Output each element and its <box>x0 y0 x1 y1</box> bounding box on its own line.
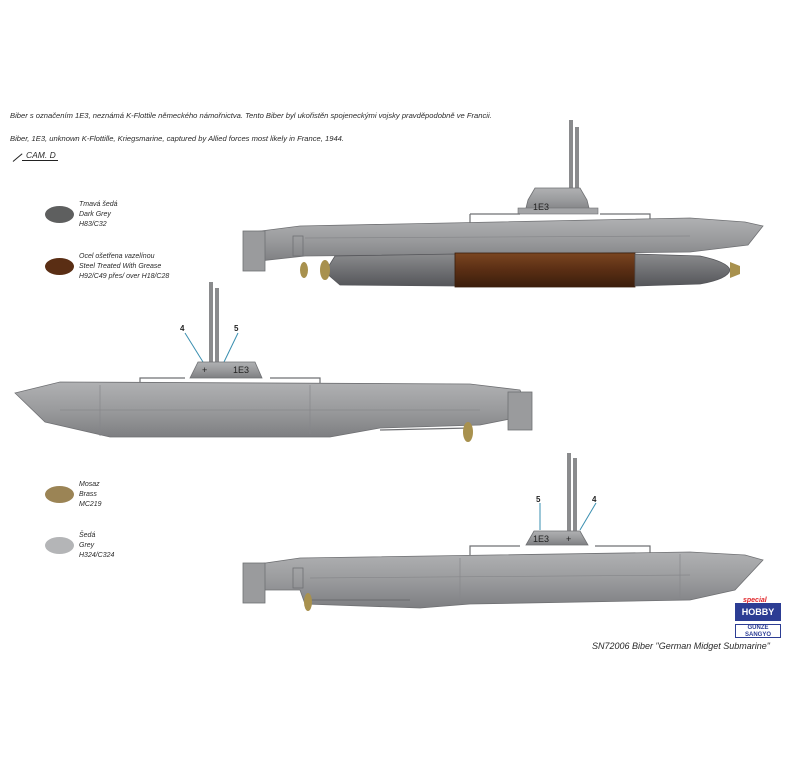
hull <box>244 551 764 609</box>
legend-swatch-brass <box>45 486 74 503</box>
caption-english: Biber, 1E3, unknown K-Flottille, Kriegsm… <box>10 134 344 143</box>
periscope <box>569 120 573 195</box>
legend-line: H83/C32 <box>79 221 107 228</box>
legend-line: H92/C49 přes/ over H18/C28 <box>79 273 170 280</box>
legend-line: Brass <box>79 491 97 498</box>
sangyo-logo-text: SANGYO <box>744 632 771 638</box>
callout-number: 4 <box>180 324 185 333</box>
legend-swatch-grease <box>45 258 74 275</box>
propeller <box>300 262 308 278</box>
conning-tower <box>189 361 263 379</box>
special-hobby-logo-text: HOBBY <box>741 607 775 617</box>
periscope <box>573 458 577 531</box>
submarine-top: 1E3 <box>242 120 764 288</box>
legend-text-dark-grey: Tmavá šedá Dark Grey H83/C32 <box>79 200 118 230</box>
camouflage-label: CAM. D <box>22 150 58 161</box>
legend-line: MC219 <box>79 501 102 508</box>
legend-line: Grey <box>79 542 95 549</box>
submarine-bottom: 5 4 1E3 + <box>242 453 764 611</box>
gunze-sangyo-logo: GUNZE SANGYO <box>735 624 781 638</box>
legend-swatch-grey <box>45 537 74 554</box>
propeller <box>304 593 312 611</box>
legend-line: Ocel ošetřena vazelínou <box>79 253 155 260</box>
hull <box>14 381 531 438</box>
special-hobby-logo: special HOBBY <box>735 597 781 621</box>
periscope <box>567 453 571 531</box>
torpedo-body <box>324 253 456 287</box>
propeller <box>320 260 330 280</box>
conning-tower <box>525 530 589 546</box>
periscope <box>209 282 213 362</box>
periscope <box>575 127 579 195</box>
legend-line: H324/C324 <box>79 552 115 559</box>
torpedo-greased-section <box>454 252 636 288</box>
periscope <box>215 288 219 362</box>
submarine-middle: 4 5 1E3 + <box>14 282 533 442</box>
caption-czech: Biber s označením 1E3, neznámá K-Flottil… <box>10 111 492 120</box>
legend-text-brass: Mosaz Brass MC219 <box>79 480 102 510</box>
legend-line: Mosaz <box>79 481 100 488</box>
legend-line: Dark Grey <box>79 211 111 218</box>
svg-text:+: + <box>202 365 207 375</box>
callout-number: 5 <box>234 324 239 333</box>
legend-line: Tmavá šedá <box>79 201 118 208</box>
callout-number: 4 <box>592 495 597 504</box>
legend-text-grease: Ocel ošetřena vazelínou Steel Treated Wi… <box>79 252 169 282</box>
legend-swatch-dark-grey <box>45 206 74 223</box>
legend-line: Steel Treated With Grease <box>79 263 162 270</box>
product-footer: SN72006 Biber "German Midget Submarine" <box>592 641 770 651</box>
torpedo-nose <box>634 253 731 287</box>
hull-marking: 1E3 <box>533 202 549 212</box>
callout-number: 5 <box>536 495 541 504</box>
hull-marking: 1E3 <box>533 534 549 544</box>
svg-text:+: + <box>566 534 571 544</box>
hull-marking: 1E3 <box>233 365 249 375</box>
propeller <box>463 422 473 442</box>
special-hobby-logo-word: special <box>743 597 767 604</box>
gunze-logo-text: GUNZE <box>747 625 769 631</box>
legend-line: Šedá <box>79 532 96 539</box>
legend-text-grey: Šedá Grey H324/C324 <box>79 531 114 561</box>
